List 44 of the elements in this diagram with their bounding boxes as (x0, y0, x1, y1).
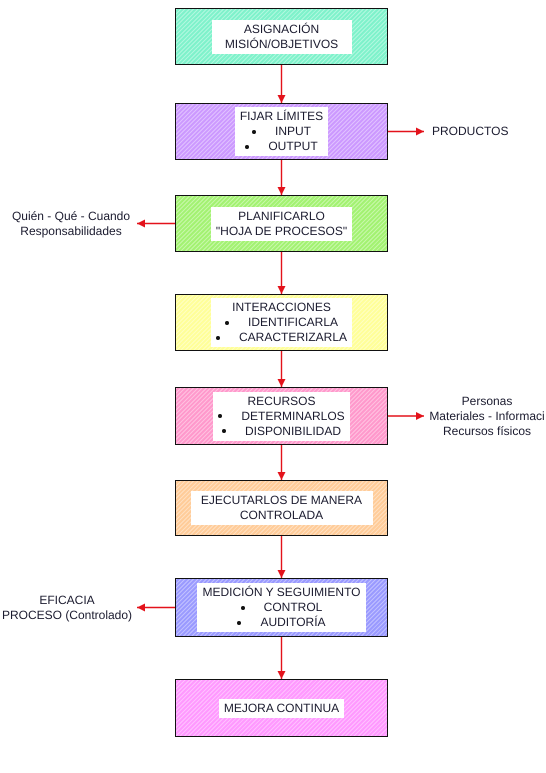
arrow (137, 220, 175, 228)
arrow (278, 252, 286, 294)
step-subtitle: "HOJA DE PROCESOS" (216, 224, 348, 238)
side-note: Materiales - Informaci (429, 408, 545, 424)
process-box (175, 480, 388, 536)
step-title: MEJORA CONTINUA (224, 700, 340, 716)
process-box (175, 8, 388, 65)
step-title: FIJAR LÍMITES (240, 109, 324, 124)
arrow (388, 412, 424, 420)
bullet-item: AUDITORÍA (260, 615, 326, 630)
bullet-item: CARACTERIZARLA (238, 330, 348, 345)
process-box (175, 195, 388, 252)
arrow (278, 637, 286, 679)
step-title: MEDICIÓN Y SEGUIMIENTO (202, 585, 361, 600)
step-title: PLANIFICARLO (237, 208, 326, 224)
arrow (278, 351, 286, 387)
bullet-item: OUTPUT (268, 139, 318, 154)
side-note: EFICACIA (39, 592, 95, 608)
arrow (278, 536, 286, 578)
arrow (278, 65, 286, 103)
bullet-item: DETERMINARLOS (241, 408, 345, 424)
step-title: INTERACCIONES (231, 300, 332, 315)
bullet-item: INPUT (275, 124, 311, 139)
bullet-item: DISPONIBILIDAD (244, 424, 341, 438)
arrow (278, 445, 286, 480)
process-box (175, 578, 388, 637)
side-note: Personas (462, 394, 512, 408)
arrow (388, 128, 424, 136)
bullet-item: CONTROL (264, 600, 322, 615)
step-title: EJECUTARLOS DE MANERA CONTROLADA (200, 493, 364, 523)
arrow (137, 604, 175, 612)
side-note: Recursos físicos (442, 424, 532, 438)
side-note: PRODUCTOS (432, 124, 508, 139)
process-box (175, 679, 388, 737)
process-box (175, 294, 388, 351)
side-note: Responsabilidades (20, 224, 122, 238)
process-box (175, 103, 388, 160)
arrow (278, 160, 286, 195)
step-title: RECURSOS (246, 394, 316, 408)
side-note: PROCESO (Controlado) (2, 608, 132, 622)
side-note: Quién - Qué - Cuando (12, 208, 130, 224)
process-box (175, 387, 388, 445)
bullet-item: IDENTIFICARLA (248, 315, 338, 330)
step-title: ASIGNACIÓN MISIÓN/OBJETIVOS (224, 22, 340, 52)
